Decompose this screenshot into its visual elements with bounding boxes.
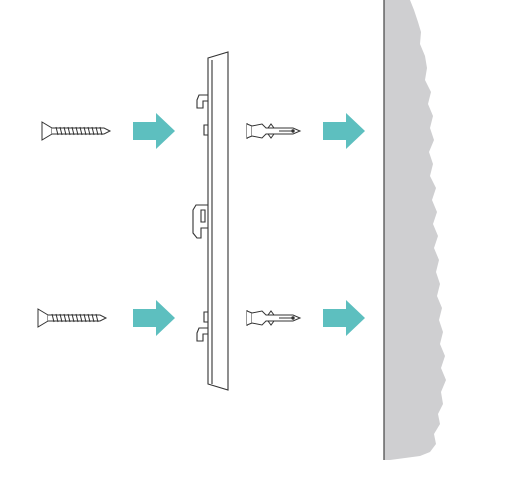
arrow-right-icon bbox=[323, 300, 365, 336]
bottom-hook bbox=[196, 327, 208, 342]
wall-anchor-bottom bbox=[246, 310, 302, 326]
middle-clip bbox=[192, 204, 208, 239]
arrow-right-icon bbox=[133, 300, 175, 336]
screw-icon bbox=[37, 308, 49, 328]
top-slot bbox=[203, 124, 208, 136]
screw-top bbox=[41, 121, 112, 141]
arrow-right-icon bbox=[323, 113, 365, 149]
mounting-plate bbox=[192, 51, 229, 391]
screw-icon bbox=[41, 121, 53, 141]
bottom-slot bbox=[203, 311, 208, 323]
wall bbox=[383, 0, 446, 460]
middle-clip-tab bbox=[200, 209, 206, 223]
arrow-right-icon bbox=[133, 113, 175, 149]
arrow-anchor-bottom bbox=[323, 300, 365, 336]
arrow-screw-top bbox=[133, 113, 175, 149]
wall-anchor-top bbox=[246, 123, 302, 139]
screw-bottom bbox=[37, 308, 108, 328]
top-hook bbox=[196, 94, 208, 109]
arrow-anchor-top bbox=[323, 113, 365, 149]
wall-surface bbox=[384, 0, 446, 460]
arrow-screw-bottom bbox=[133, 300, 175, 336]
mounting-plate-outline bbox=[207, 51, 229, 391]
